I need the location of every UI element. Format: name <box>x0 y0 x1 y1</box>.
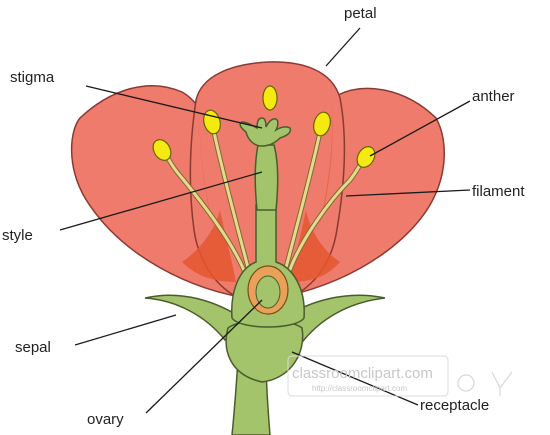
anthers <box>152 85 376 168</box>
watermark-brand: classroomclipart.com <box>292 365 433 382</box>
leader-anther <box>369 100 471 157</box>
leader-ovary <box>145 299 263 414</box>
leader-sepal <box>74 314 177 346</box>
leader-filament <box>345 189 471 197</box>
style-shape <box>254 144 279 211</box>
filament-4-fill <box>286 158 364 277</box>
anther-2 <box>203 109 221 135</box>
watermark: classroomclipart.com http://classroomcli… <box>287 355 513 397</box>
filament-3-fill <box>282 130 322 277</box>
petal-shading-right <box>290 210 340 282</box>
petal-shading-center-right <box>318 105 333 230</box>
filaments <box>165 129 365 278</box>
anther-1 <box>152 139 172 161</box>
sepal-right <box>278 294 386 347</box>
watermark-badge <box>287 355 449 397</box>
label-stigma: stigma <box>10 69 55 86</box>
leader-style <box>59 171 263 231</box>
anther-4 <box>313 111 331 137</box>
label-filament: filament <box>472 183 525 200</box>
watermark-figure-icon <box>491 371 513 396</box>
label-receptacle: receptacle <box>420 397 489 414</box>
leader-stigma <box>85 85 263 129</box>
leader-lines <box>59 27 471 414</box>
label-petal: petal <box>344 5 377 22</box>
label-ovary: ovary <box>87 411 124 428</box>
label-anther: anther <box>472 88 515 105</box>
watermark-url: http://classroomclipart.com <box>312 384 407 393</box>
anther-5 <box>356 146 376 168</box>
leader-petal <box>325 27 361 67</box>
anther-3 <box>262 85 278 111</box>
watermark-logo-icon <box>457 374 475 392</box>
label-sepal: sepal <box>15 339 51 356</box>
filament-1-fill <box>166 156 248 277</box>
sepal-left <box>144 294 247 342</box>
filament-2-fill <box>212 130 252 277</box>
label-style: style <box>2 227 33 244</box>
